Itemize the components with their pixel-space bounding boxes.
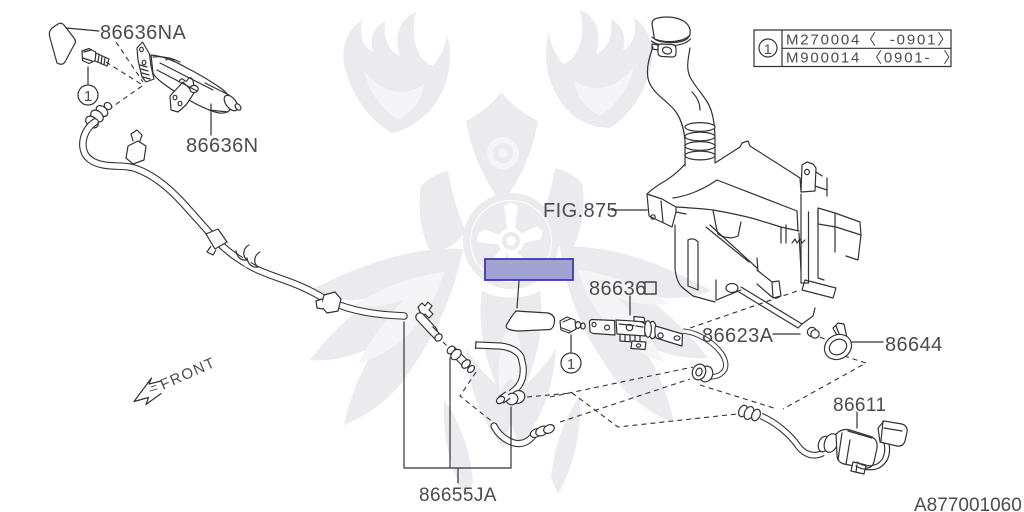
svg-text:FIG.875: FIG.875 xyxy=(543,200,618,222)
svg-text:86655JA: 86655JA xyxy=(419,485,497,506)
svg-text:86636: 86636 xyxy=(589,278,647,300)
svg-text:M270004〈 -0901〉: M270004〈 -0901〉 xyxy=(786,32,954,49)
svg-text:86644: 86644 xyxy=(885,334,943,356)
svg-text:86636NA: 86636NA xyxy=(100,22,186,44)
svg-text:86636N: 86636N xyxy=(186,135,258,157)
svg-text:1: 1 xyxy=(567,356,575,373)
svg-text:1: 1 xyxy=(764,41,772,57)
svg-text:M900014 〈0901- 〉: M900014 〈0901- 〉 xyxy=(786,50,960,67)
svg-text:A877001060: A877001060 xyxy=(914,495,1022,512)
svg-text:86623A: 86623A xyxy=(702,325,774,347)
svg-text:1: 1 xyxy=(84,88,92,105)
svg-text:86611: 86611 xyxy=(833,395,886,416)
